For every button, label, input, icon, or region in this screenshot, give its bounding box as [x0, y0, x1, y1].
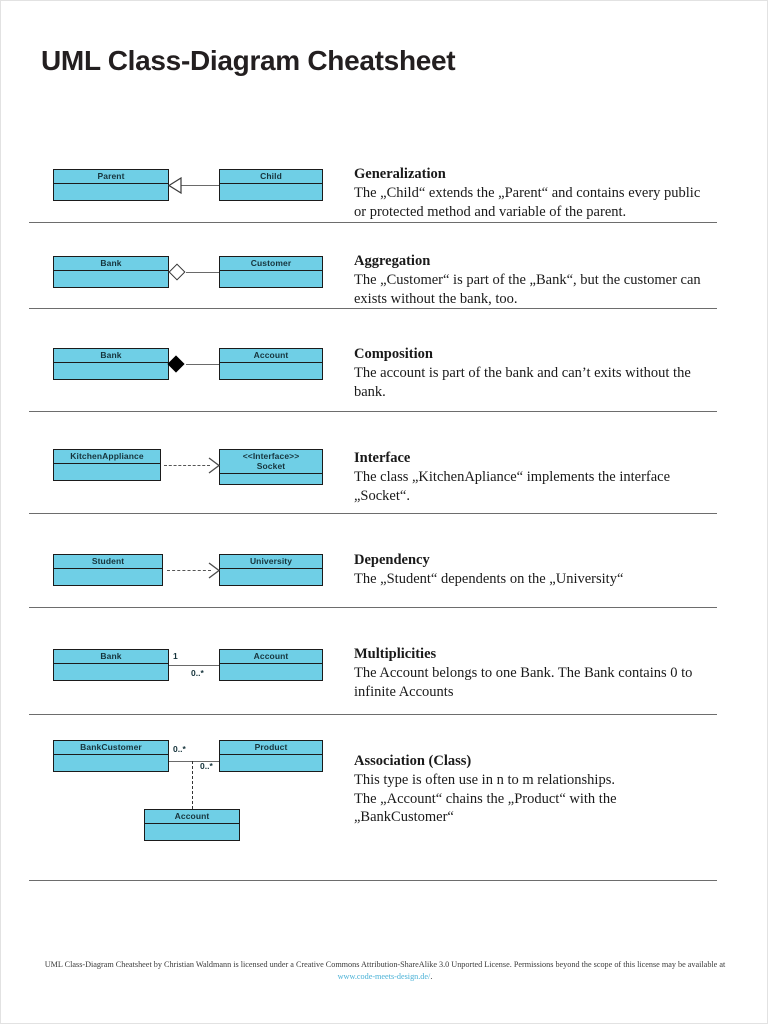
description-body: The class „KitchenApliance“ implements t… — [354, 469, 671, 504]
multiplicity-label-source: 1 — [173, 651, 178, 661]
uml-class-body — [220, 363, 322, 393]
uml-class-body — [145, 824, 239, 854]
uml-class-name: BankCustomer — [54, 741, 168, 755]
description-title: Multiplicities — [354, 646, 437, 662]
license-link[interactable]: www.code-meets-design.de/ — [337, 972, 431, 981]
uml-class-body — [54, 464, 160, 494]
description-body: The account is part of the bank and can’… — [354, 365, 691, 400]
uml-class-box-bank[interactable]: Bank — [53, 348, 169, 380]
association-connector-line — [169, 761, 219, 762]
description-title: Dependency — [354, 552, 430, 568]
description-title: Composition — [354, 346, 433, 362]
uml-class-body — [54, 664, 168, 694]
uml-class-box-account[interactable]: Account — [219, 649, 323, 681]
uml-class-name: University — [220, 555, 322, 569]
uml-class-name: Account — [220, 650, 322, 664]
description-body: The Account belongs to one Bank. The Ban… — [354, 665, 693, 700]
description-body-line-1: This type is often use in n to m relatio… — [354, 772, 615, 788]
uml-class-body — [220, 755, 322, 785]
uml-class-body — [220, 664, 322, 694]
open-arrow-icon — [208, 562, 221, 579]
uml-class-name: Child — [220, 170, 322, 184]
uml-class-body — [54, 363, 168, 393]
generalization-connector-line — [181, 185, 219, 186]
realization-connector-line — [164, 465, 210, 466]
uml-interface-header: <<Interface>> Socket — [220, 450, 322, 474]
uml-class-body — [220, 271, 322, 301]
uml-class-box-kitchenappliance[interactable]: KitchenAppliance — [53, 449, 161, 481]
description-multiplicities: Multiplicities The Account belongs to on… — [354, 645, 704, 701]
uml-class-body — [54, 184, 168, 214]
uml-stereotype: <<Interface>> — [242, 451, 300, 461]
uml-class-box-customer[interactable]: Customer — [219, 256, 323, 288]
description-composition: Composition The account is part of the b… — [354, 345, 704, 401]
description-body: The „Customer“ is part of the „Bank“, bu… — [354, 272, 701, 307]
description-generalization: Generalization The „Child“ extends the „… — [354, 165, 704, 221]
uml-class-name: KitchenAppliance — [54, 450, 160, 464]
license-footer: UML Class-Diagram Cheatsheet by Christia… — [41, 959, 729, 983]
description-title: Interface — [354, 450, 411, 466]
hollow-triangle-arrow-icon — [168, 177, 182, 194]
uml-class-body — [54, 271, 168, 301]
hollow-diamond-icon — [168, 263, 186, 281]
license-text-end: . — [430, 972, 433, 981]
uml-class-box-bankcustomer[interactable]: BankCustomer — [53, 740, 169, 772]
uml-class-body — [54, 569, 162, 599]
section-divider — [29, 411, 717, 412]
association-class-dashed-link — [192, 761, 193, 809]
uml-class-box-account[interactable]: Account — [219, 348, 323, 380]
section-divider — [29, 607, 717, 608]
section-divider — [29, 880, 717, 881]
open-arrow-icon — [208, 457, 221, 474]
uml-class-name: Parent — [54, 170, 168, 184]
description-aggregation: Aggregation The „Customer“ is part of th… — [354, 252, 704, 308]
page-title: UML Class-Diagram Cheatsheet — [41, 45, 456, 76]
uml-class-box-parent[interactable]: Parent — [53, 169, 169, 201]
description-body-line-3: „BankCustomer“ — [354, 809, 454, 825]
uml-class-name: Account — [220, 349, 322, 363]
uml-class-box-product[interactable]: Product — [219, 740, 323, 772]
composition-connector-line — [186, 364, 219, 365]
section-divider — [29, 308, 717, 309]
uml-class-name: Customer — [220, 257, 322, 271]
description-body: The „Student“ dependents on the „Univers… — [354, 571, 624, 587]
description-title: Aggregation — [354, 253, 431, 269]
license-text: UML Class-Diagram Cheatsheet by Christia… — [44, 960, 726, 969]
description-interface: Interface The class „KitchenApliance“ im… — [354, 449, 704, 505]
multiplicity-label-target: 0..* — [191, 668, 204, 678]
description-body-line-2: The „Account“ chains the „Product“ with … — [354, 790, 617, 807]
description-title: Generalization — [354, 166, 446, 182]
uml-class-box-student[interactable]: Student — [53, 554, 163, 586]
uml-class-name: Student — [54, 555, 162, 569]
dependency-connector-line — [167, 570, 211, 571]
uml-class-body — [220, 474, 322, 508]
aggregation-connector-line — [186, 272, 219, 273]
uml-interface-box-socket[interactable]: <<Interface>> Socket — [219, 449, 323, 485]
uml-association-class-box-account[interactable]: Account — [144, 809, 240, 841]
uml-class-body — [220, 184, 322, 214]
uml-class-name: Product — [220, 741, 322, 755]
multiplicity-label-source: 0..* — [173, 744, 186, 754]
uml-class-name: Account — [145, 810, 239, 824]
uml-class-box-bank[interactable]: Bank — [53, 256, 169, 288]
uml-class-box-bank[interactable]: Bank — [53, 649, 169, 681]
description-association-class: Association (Class) This type is often u… — [354, 752, 704, 827]
uml-class-box-university[interactable]: University — [219, 554, 323, 586]
section-divider — [29, 714, 717, 715]
uml-class-body — [220, 569, 322, 599]
section-divider — [29, 513, 717, 514]
section-divider — [29, 222, 717, 223]
uml-class-name: Bank — [54, 349, 168, 363]
uml-class-name: Socket — [256, 460, 286, 471]
multiplicity-label-target: 0..* — [200, 761, 213, 771]
description-title: Association (Class) — [354, 753, 472, 769]
uml-class-name: Bank — [54, 257, 168, 271]
association-connector-line — [169, 665, 219, 666]
description-dependency: Dependency The „Student“ dependents on t… — [354, 551, 704, 589]
uml-class-body — [54, 755, 168, 785]
description-body: The „Child“ extends the „Parent“ and con… — [354, 185, 701, 220]
filled-diamond-icon — [167, 355, 185, 373]
uml-class-name: Bank — [54, 650, 168, 664]
uml-class-box-child[interactable]: Child — [219, 169, 323, 201]
